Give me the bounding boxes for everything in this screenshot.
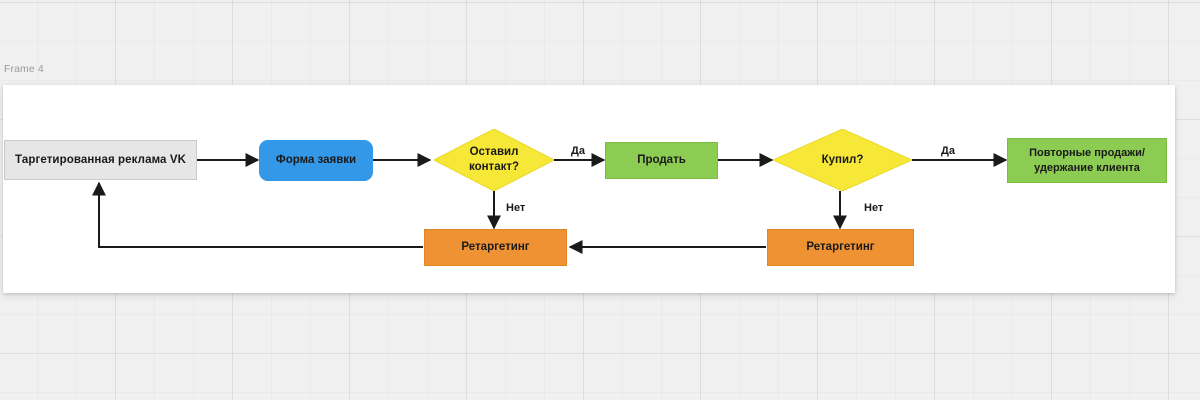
edge-label-bought-yes: Да [941,145,955,157]
edge-label-bought-no: Нет [864,202,884,214]
node-repeat-sales[interactable]: Повторные продажи/ удержание клиента [1007,138,1167,183]
node-retargeting-right[interactable]: Ретаргетинг [767,229,914,266]
frame-label[interactable]: Frame 4 [4,63,44,75]
node-form[interactable]: Форма заявки [259,140,373,181]
node-decision-contact[interactable]: Оставил контакт? [434,129,554,191]
node-sell[interactable]: Продать [605,142,718,179]
diamond-shape-contact [434,129,554,191]
edge-label-contact-no: Нет [506,202,526,214]
node-repeat-label-line2: удержание клиента [1034,161,1140,174]
diamond-shape-bought [773,129,912,191]
node-decision-bought[interactable]: Купил? [773,129,912,191]
node-form-label: Форма заявки [275,154,357,167]
node-sell-label: Продать [637,154,686,167]
edge-label-contact-yes: Да [571,145,585,157]
node-repeat-label-line1: Повторные продажи/ [1029,147,1145,160]
node-source-label: Таргетированная реклама VK [15,153,186,166]
diagram-frame [3,85,1175,293]
node-retargeting-left[interactable]: Ретаргетинг [424,229,567,266]
node-retargeting-left-label: Ретаргетинг [461,241,530,254]
node-source[interactable]: Таргетированная реклама VK [4,140,197,180]
node-contact-label-line1: Оставил [469,146,519,159]
node-bought-label: Купил? [821,153,864,166]
node-retargeting-right-label: Ретаргетинг [806,241,875,254]
node-contact-label-line2: контакт? [468,161,519,173]
